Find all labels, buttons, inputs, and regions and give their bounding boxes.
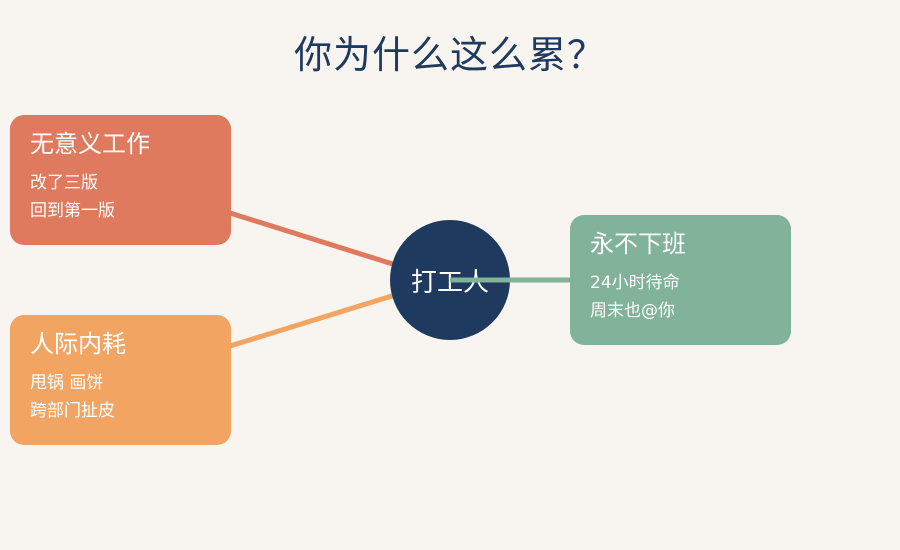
node-card-line: 改了三版 [30, 173, 98, 193]
node-card-line: 周末也@你 [590, 301, 675, 321]
node-card-never-off-work: 永不下班 24小时待命 周末也@你 [570, 215, 791, 345]
diagram-title: 你为什么这么累？ [293, 33, 606, 77]
node-card-title: 人际内耗 [30, 330, 126, 358]
node-card-line: 跨部门扯皮 [30, 401, 115, 421]
node-card-meaningless-work: 无意义工作 改了三版 回到第一版 [10, 115, 231, 245]
node-card-interpersonal-friction: 人际内耗 甩锅 画饼 跨部门扯皮 [10, 315, 231, 445]
node-card-title: 无意义工作 [30, 130, 150, 158]
node-card-line: 24小时待命 [590, 273, 680, 293]
node-card-line: 甩锅 画饼 [30, 373, 104, 393]
node-card-line: 回到第一版 [30, 201, 115, 221]
hub-circle: 打工人 [390, 220, 510, 340]
hub-label: 打工人 [410, 267, 489, 298]
node-card-title: 永不下班 [590, 230, 686, 258]
